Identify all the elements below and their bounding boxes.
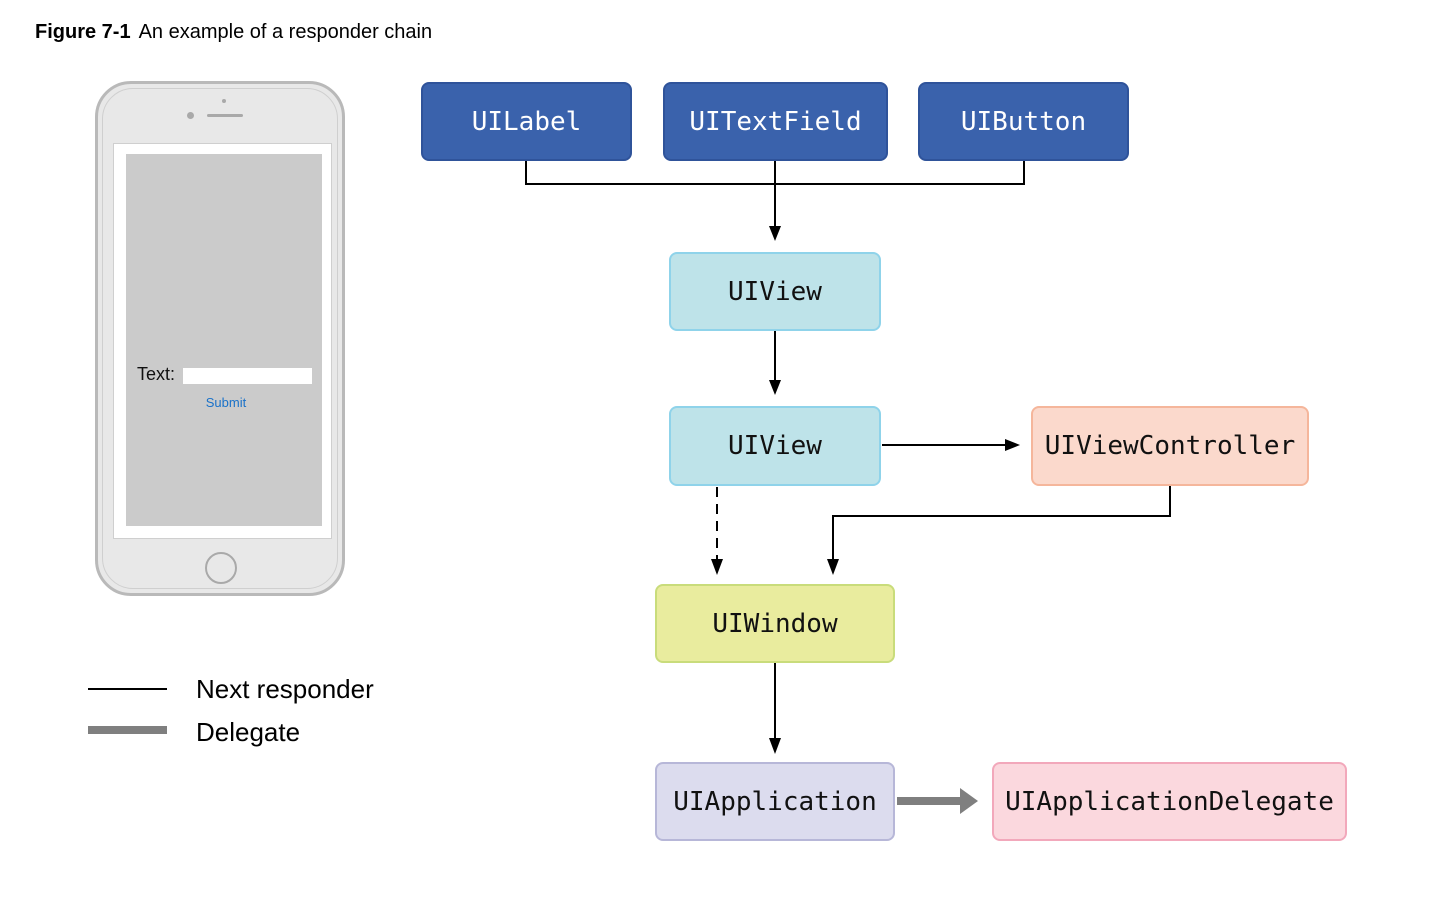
text-field-label: Text:	[137, 364, 176, 384]
speaker-icon	[207, 114, 243, 117]
sensor-icon	[222, 99, 226, 103]
arrowhead-to-uiapplication	[769, 738, 781, 754]
arrowhead-to-uiwindow-dashed	[711, 559, 723, 575]
submit-button[interactable]: Submit	[205, 395, 247, 410]
arrowhead-to-uiview-1	[769, 226, 781, 241]
phone-screen-frame: Text: Submit	[113, 143, 332, 539]
figure-title: An example of a responder chain	[138, 21, 433, 43]
iphone-illustration: Text: Submit	[95, 81, 345, 596]
legend-next-responder-swatch	[88, 688, 167, 690]
arrowhead-to-uiwindow	[827, 559, 839, 575]
figure-number: Figure 7-1	[35, 21, 131, 43]
node-uitextfield: UITextField	[663, 82, 888, 161]
home-button-icon	[205, 552, 237, 584]
text-field[interactable]	[183, 368, 312, 384]
legend-delegate-swatch	[88, 726, 167, 734]
node-uiapplication: UIApplication	[655, 762, 895, 841]
node-uiview-bottom: UIView	[669, 406, 881, 486]
arrowhead-to-appdelegate	[960, 788, 978, 814]
node-uiapplicationdelegate: UIApplicationDelegate	[992, 762, 1347, 841]
node-uiview-top: UIView	[669, 252, 881, 331]
edge-uibutton	[775, 160, 1025, 185]
node-uiviewcontroller: UIViewController	[1031, 406, 1309, 486]
arrowhead-to-viewcontroller	[1005, 439, 1020, 451]
legend-next-responder-label: Next responder	[196, 674, 374, 704]
figure-caption: Figure 7-1 An example of a responder chai…	[35, 21, 432, 44]
node-uilabel: UILabel	[421, 82, 632, 161]
arrowhead-to-uiview-2	[769, 380, 781, 395]
phone-screen: Text: Submit	[126, 154, 322, 526]
node-uibutton: UIButton	[918, 82, 1129, 161]
edge-viewcontroller-to-uiwindow	[832, 486, 1171, 561]
legend-delegate-label: Delegate	[196, 717, 301, 747]
node-uiwindow: UIWindow	[655, 584, 895, 663]
phone-bezel	[102, 88, 338, 589]
edge-uilabel	[525, 160, 775, 185]
camera-icon	[187, 112, 194, 119]
